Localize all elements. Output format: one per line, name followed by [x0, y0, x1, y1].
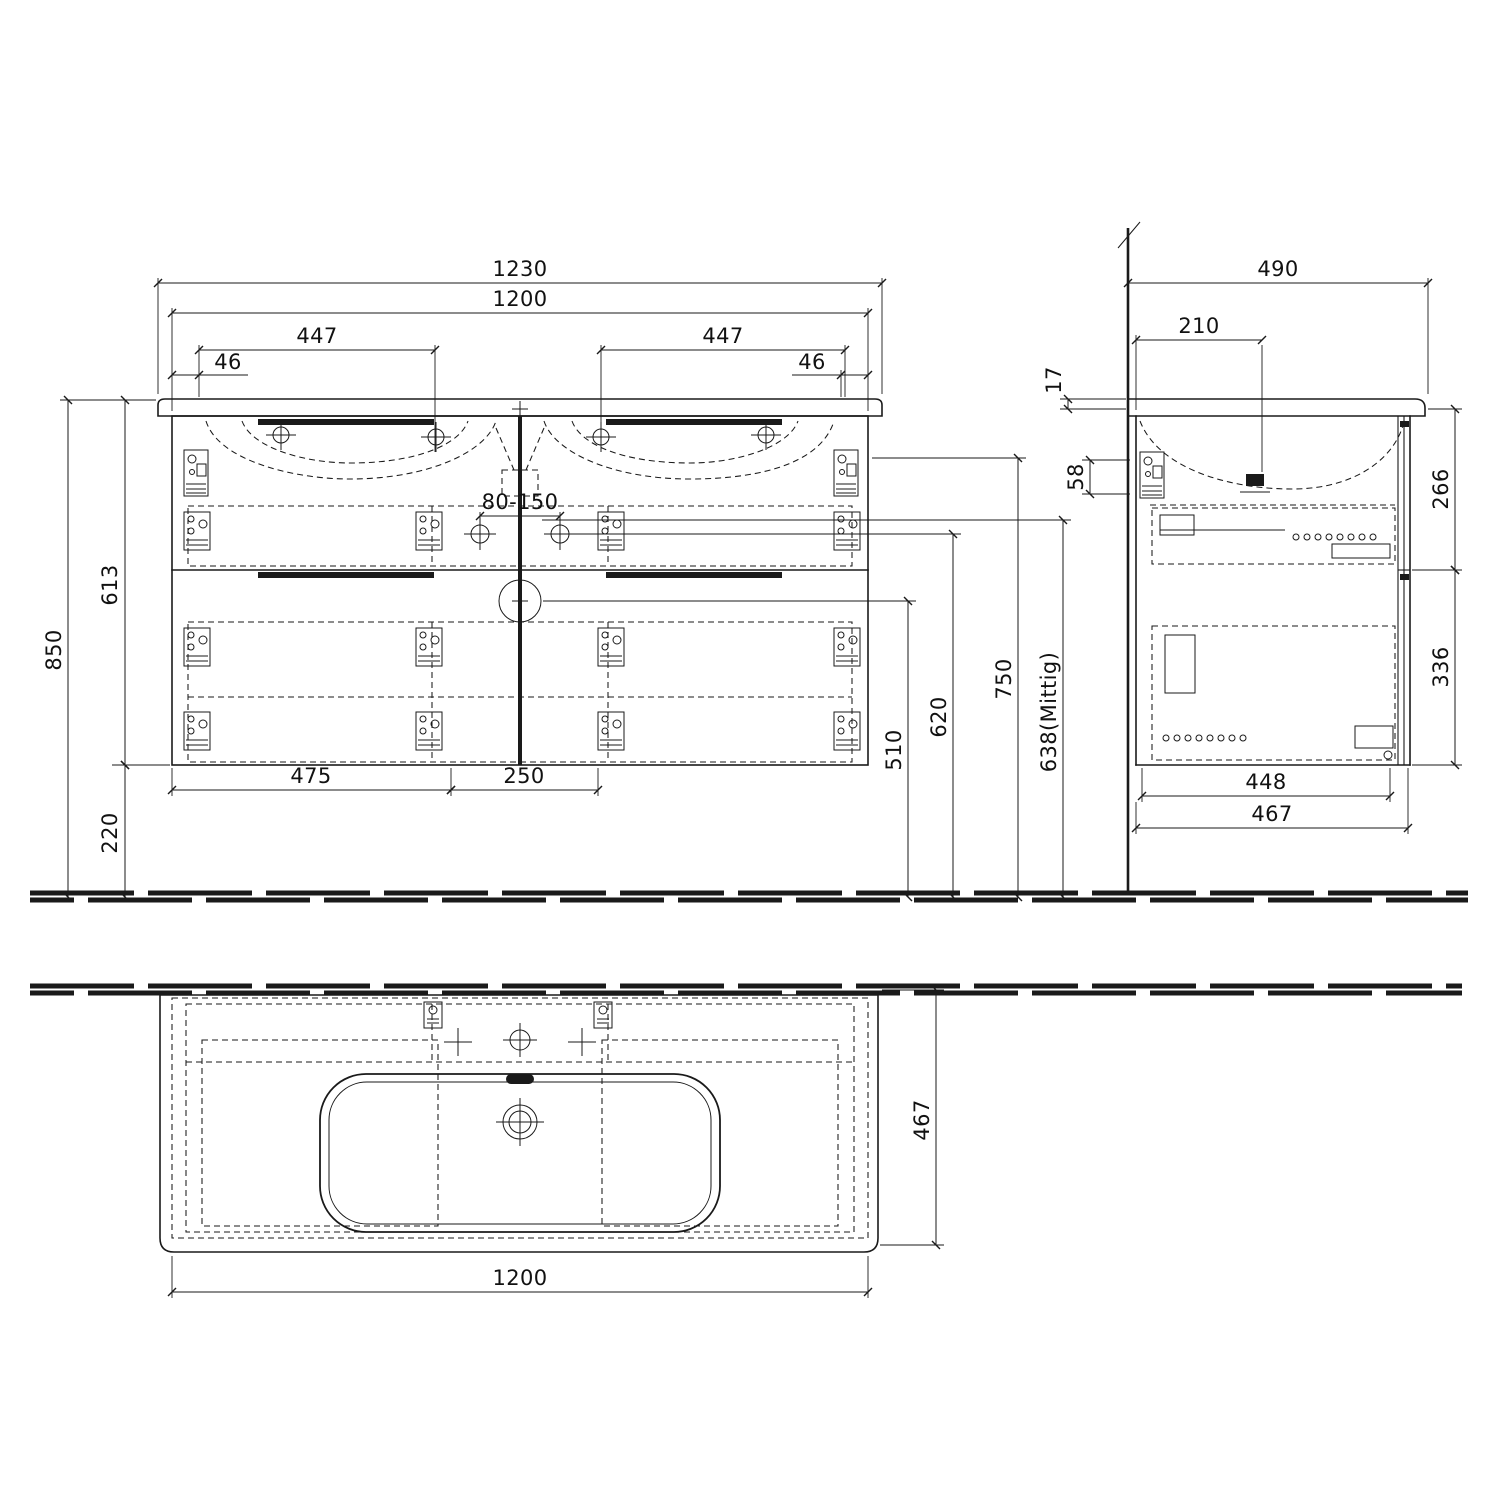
top-dimensions: 467 1200	[167, 985, 944, 1298]
drawer-handle	[606, 419, 782, 425]
dim-front-total-height: 850	[42, 629, 66, 670]
faucet-plan-markers	[444, 1023, 596, 1057]
hidden-bowl-profile	[1139, 420, 1405, 490]
dim-side-overflow-depth: 210	[1178, 314, 1219, 338]
overflow-slot	[506, 1074, 534, 1084]
dim-front-edge-offset-right: 46	[798, 350, 826, 374]
dim-front-center-width: 250	[503, 764, 544, 788]
dim-side-top-thickness: 17	[1042, 366, 1066, 394]
washbasin-plan	[159, 994, 879, 1253]
dim-front-drain-spacing: 80-150	[482, 490, 559, 514]
bowl-plan	[319, 1073, 721, 1233]
dim-side-slab-depth: 467	[1251, 802, 1292, 826]
dim-front-cabinet-height: 613	[98, 564, 122, 605]
drain-plan	[496, 1098, 544, 1146]
side-drawer-internals	[1151, 507, 1396, 761]
side-dimensions: 490 210 17 58 266 336 448 467	[1042, 257, 1462, 834]
dim-side-upper-section: 266	[1429, 468, 1453, 509]
side-view	[1117, 221, 1426, 893]
dim-front-bottom-clearance: 220	[98, 812, 122, 853]
drawer-slide-icon	[597, 711, 625, 751]
dim-front-trap-height: 638(Mittig)	[1037, 652, 1061, 772]
hidden-basin-outlines	[205, 420, 835, 497]
drawer-slide-icon	[415, 511, 443, 551]
dim-side-lower-section: 336	[1429, 646, 1453, 687]
dim-side-apron-height: 58	[1064, 463, 1088, 491]
drawer-handle	[258, 572, 434, 578]
dim-side-total-depth: 490	[1257, 257, 1298, 281]
front-dimensions: 1230 1200 447 447 46 46 80-150 850 613	[42, 257, 1071, 902]
drawer-slide-icon	[415, 711, 443, 751]
mounting-bracket-icon	[1139, 451, 1165, 499]
drawer-slide-icon	[597, 627, 625, 667]
dim-front-supply-height: 750	[992, 658, 1016, 699]
floor-section-band	[30, 890, 1468, 903]
washbasin-top-front	[157, 398, 883, 417]
mounting-bracket-icon	[833, 449, 859, 497]
dim-front-drain-height: 510	[882, 729, 906, 770]
dim-side-cabinet-depth: 448	[1245, 770, 1286, 794]
dim-top-cabinet-width: 1200	[492, 1266, 547, 1290]
dim-front-faucet-span-left: 447	[296, 324, 337, 348]
drawer-handle	[606, 572, 782, 578]
top-view	[159, 994, 879, 1253]
clamp-icon	[423, 1001, 443, 1029]
faucet-hole-icon	[420, 421, 452, 453]
dim-front-outlet-height: 620	[927, 696, 951, 737]
dim-front-faucet-span-right: 447	[702, 324, 743, 348]
wall-section-band-top-view	[30, 983, 1462, 996]
dim-top-basin-depth: 467	[910, 1099, 934, 1140]
drawer-slide-icon	[415, 627, 443, 667]
dim-front-drawer-width: 475	[290, 764, 331, 788]
clamp-icon	[593, 1001, 613, 1029]
dim-front-total-width: 1230	[492, 257, 547, 281]
mounting-bracket-icon	[183, 449, 209, 497]
drawer-slide-icon	[597, 511, 625, 551]
centerline-mark	[512, 401, 528, 417]
dim-front-cabinet-width: 1200	[492, 287, 547, 311]
drawer-slide-icon	[833, 711, 861, 751]
overflow-mark	[1240, 474, 1270, 493]
drawer-handle	[258, 419, 434, 425]
drawer-slide-icon	[183, 511, 211, 551]
drawer-slide-icon	[833, 511, 861, 551]
drawer-slide-icon	[183, 627, 211, 667]
front-view	[157, 398, 883, 766]
dim-front-edge-offset-left: 46	[214, 350, 242, 374]
washbasin-top-side	[1127, 398, 1426, 417]
drawer-slide-icon	[833, 627, 861, 667]
